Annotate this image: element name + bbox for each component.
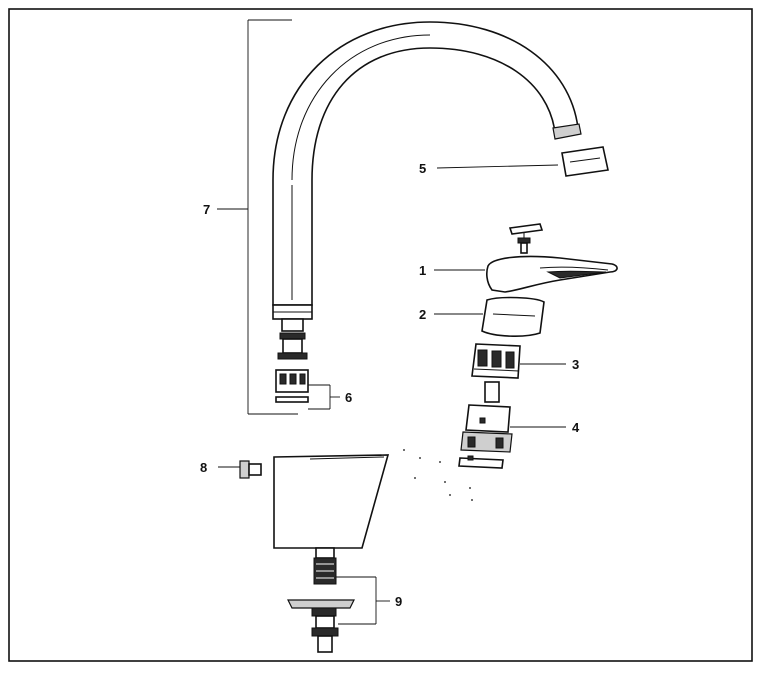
- faucet-body: [273, 454, 390, 549]
- spout-part: [272, 21, 582, 360]
- callout-7: 7: [203, 202, 210, 217]
- callout-4: 4: [572, 420, 580, 435]
- diagram-frame: [8, 8, 753, 662]
- plug-part: [239, 460, 262, 479]
- leader-lines: [217, 19, 566, 625]
- cover-sleeve-part: [481, 296, 545, 337]
- callout-2: 2: [419, 307, 426, 322]
- callout-6: 6: [345, 390, 352, 405]
- mounting-hardware-part: [287, 547, 355, 653]
- assembly-path-dots: [403, 449, 473, 501]
- callout-9: 9: [395, 594, 402, 609]
- callout-8: 8: [200, 460, 207, 475]
- spout-nut-part: [275, 369, 309, 403]
- callout-3: 3: [572, 357, 579, 372]
- cartridge-part: [458, 381, 513, 469]
- callout-1: 1: [419, 263, 426, 278]
- lever-handle-part: [486, 223, 618, 293]
- callout-labels: 7 5 1 2 3 4 6 8 9: [200, 161, 580, 609]
- cartridge-nut-part: [471, 343, 521, 379]
- aerator-part: [561, 146, 609, 177]
- callout-5: 5: [419, 161, 426, 176]
